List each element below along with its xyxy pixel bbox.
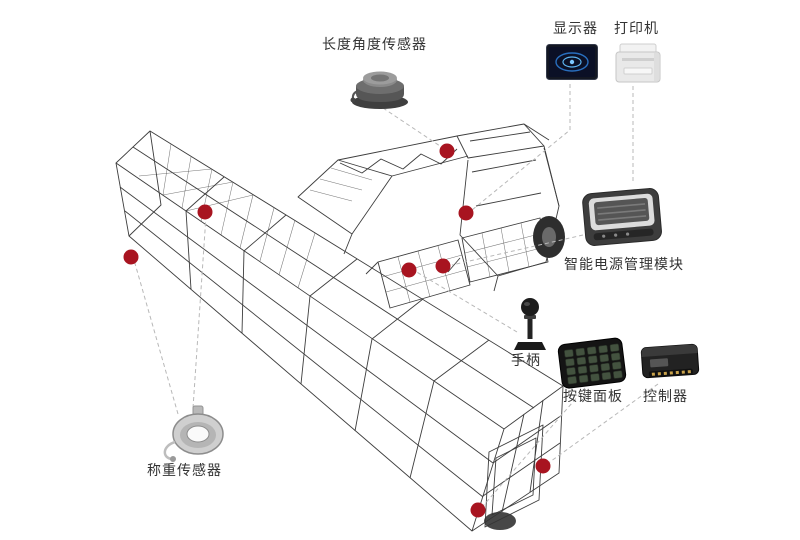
connector-lines [133, 84, 659, 507]
label-controller: 控制器 [643, 389, 688, 405]
sensor-marker [435, 258, 451, 274]
markers-layer [123, 143, 551, 518]
crane-upper-structure [297, 123, 565, 309]
length-angle-sensor-image [348, 58, 412, 110]
crane-boom-wireframe [115, 130, 564, 532]
sensor-marker [470, 502, 486, 518]
printer-image [614, 42, 662, 86]
handle-joystick-image [510, 296, 550, 354]
label-handle: 手柄 [511, 353, 541, 369]
sensor-marker [458, 205, 474, 221]
label-length-angle-sensor: 长度角度传感器 [322, 37, 427, 53]
label-display: 显示器 [553, 21, 598, 37]
controller-image [634, 336, 705, 387]
load-cell-image [160, 404, 226, 462]
label-power-module: 智能电源管理模块 [564, 257, 684, 273]
sensor-marker [535, 458, 551, 474]
label-printer: 打印机 [614, 21, 659, 37]
sensor-marker [197, 204, 213, 220]
label-load-sensor: 称重传感器 [147, 463, 222, 479]
sensor-marker [401, 262, 417, 278]
sensor-marker [123, 249, 139, 265]
sensor-marker [439, 143, 455, 159]
display-image [546, 44, 598, 82]
label-keypad: 按键面板 [563, 389, 623, 405]
power-module-image [577, 179, 666, 252]
keypad-image [555, 332, 631, 394]
